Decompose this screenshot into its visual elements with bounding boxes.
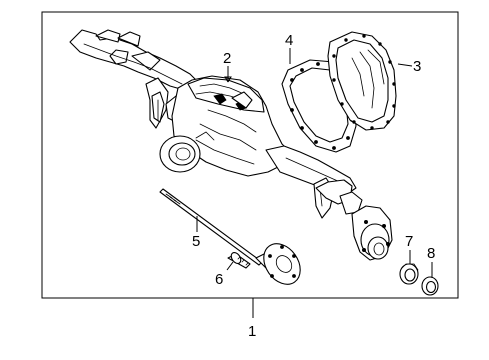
axle-seal [421, 276, 439, 296]
callout-8: 8 [427, 245, 435, 262]
wheel-stud [227, 252, 251, 269]
callout-4: 4 [285, 32, 293, 49]
callout-2: 2 [223, 50, 231, 67]
leader-6 [226, 261, 234, 271]
differential-cover [327, 31, 397, 131]
leader-3 [397, 63, 413, 67]
callout-7: 7 [405, 233, 413, 250]
axle-housing [69, 29, 393, 261]
callout-3: 3 [413, 58, 421, 75]
callout-1: 1 [248, 323, 256, 340]
leader-lines [196, 48, 433, 318]
diagram-frame [41, 11, 459, 299]
callout-5: 5 [192, 233, 200, 250]
callout-6: 6 [215, 271, 223, 288]
axle-bearing [399, 263, 419, 285]
axle-shaft [159, 188, 301, 285]
